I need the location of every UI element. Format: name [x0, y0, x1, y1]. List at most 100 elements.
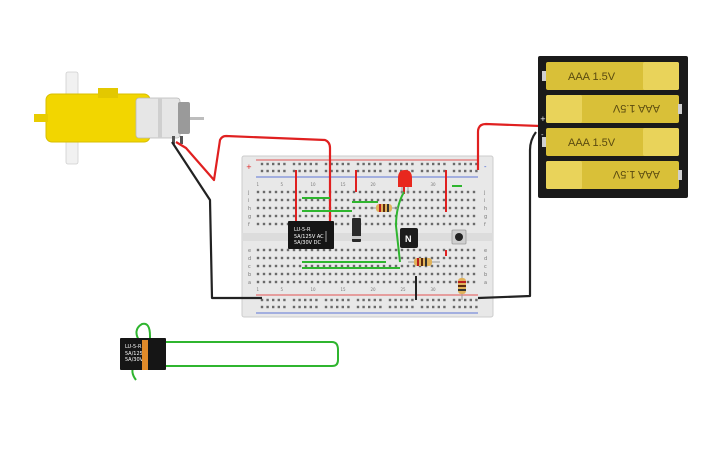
terminal-hole[interactable]	[376, 272, 380, 276]
terminal-hole[interactable]	[448, 222, 452, 226]
terminal-hole[interactable]	[376, 214, 380, 218]
terminal-hole[interactable]	[418, 214, 422, 218]
rail-hole[interactable]	[432, 298, 435, 302]
terminal-hole[interactable]	[340, 248, 344, 252]
terminal-hole[interactable]	[256, 256, 260, 260]
terminal-hole[interactable]	[280, 272, 284, 276]
terminal-hole[interactable]	[406, 280, 410, 284]
rail-hole[interactable]	[437, 162, 440, 166]
terminal-hole[interactable]	[274, 222, 278, 226]
rail-hole[interactable]	[324, 305, 328, 309]
terminal-hole[interactable]	[400, 222, 404, 226]
terminal-hole[interactable]	[472, 248, 476, 252]
rail-hole[interactable]	[324, 169, 328, 173]
terminal-hole[interactable]	[364, 222, 368, 226]
rail-hole[interactable]	[336, 169, 339, 173]
terminal-hole[interactable]	[466, 198, 470, 202]
terminal-hole[interactable]	[460, 198, 464, 202]
wire-red-battery[interactable]	[476, 122, 541, 170]
terminal-hole[interactable]	[262, 198, 266, 202]
rail-hole[interactable]	[452, 298, 456, 302]
terminal-hole[interactable]	[274, 280, 278, 284]
terminal-hole[interactable]	[406, 264, 410, 268]
terminal-hole[interactable]	[280, 248, 284, 252]
push-button[interactable]	[451, 229, 467, 245]
rail-hole[interactable]	[292, 305, 296, 309]
terminal-hole[interactable]	[274, 190, 278, 194]
rail-hole[interactable]	[362, 162, 365, 166]
resistor-3[interactable]	[458, 274, 466, 300]
rail-hole[interactable]	[283, 305, 286, 309]
terminal-hole[interactable]	[448, 264, 452, 268]
terminal-hole[interactable]	[322, 190, 326, 194]
terminal-hole[interactable]	[370, 264, 374, 268]
terminal-hole[interactable]	[280, 264, 284, 268]
rail-hole[interactable]	[452, 169, 456, 173]
terminal-hole[interactable]	[382, 222, 386, 226]
terminal-hole[interactable]	[280, 256, 284, 260]
rail-hole[interactable]	[458, 298, 461, 302]
terminal-hole[interactable]	[454, 256, 458, 260]
terminal-hole[interactable]	[262, 256, 266, 260]
terminal-hole[interactable]	[262, 206, 266, 210]
rail-hole[interactable]	[315, 305, 318, 309]
terminal-hole[interactable]	[346, 256, 350, 260]
terminal-hole[interactable]	[346, 190, 350, 194]
terminal-hole[interactable]	[268, 190, 272, 194]
terminal-hole[interactable]	[442, 222, 446, 226]
terminal-hole[interactable]	[364, 264, 368, 268]
terminal-hole[interactable]	[394, 256, 398, 260]
terminal-hole[interactable]	[334, 256, 338, 260]
terminal-hole[interactable]	[292, 214, 296, 218]
terminal-hole[interactable]	[442, 256, 446, 260]
rail-hole[interactable]	[373, 162, 376, 166]
terminal-hole[interactable]	[274, 206, 278, 210]
transistor-npn[interactable]: N	[400, 228, 418, 248]
terminal-hole[interactable]	[352, 272, 356, 276]
terminal-hole[interactable]	[454, 264, 458, 268]
terminal-hole[interactable]	[304, 248, 308, 252]
terminal-hole[interactable]	[268, 248, 272, 252]
terminal-hole[interactable]	[454, 248, 458, 252]
terminal-hole[interactable]	[256, 264, 260, 268]
terminal-hole[interactable]	[388, 190, 392, 194]
terminal-hole[interactable]	[376, 222, 380, 226]
terminal-hole[interactable]	[430, 280, 434, 284]
terminal-hole[interactable]	[346, 214, 350, 218]
terminal-hole[interactable]	[274, 214, 278, 218]
rail-hole[interactable]	[330, 169, 333, 173]
rail-hole[interactable]	[469, 305, 472, 309]
rail-hole[interactable]	[304, 305, 307, 309]
rail-hole[interactable]	[394, 298, 397, 302]
rail-hole[interactable]	[388, 305, 392, 309]
terminal-hole[interactable]	[358, 214, 362, 218]
terminal-hole[interactable]	[472, 256, 476, 260]
rail-hole[interactable]	[368, 169, 371, 173]
terminal-hole[interactable]	[442, 272, 446, 276]
rail-hole[interactable]	[469, 162, 472, 166]
terminal-hole[interactable]	[442, 248, 446, 252]
terminal-hole[interactable]	[334, 190, 338, 194]
rail-hole[interactable]	[426, 162, 429, 166]
terminal-hole[interactable]	[286, 190, 290, 194]
rail-hole[interactable]	[356, 298, 360, 302]
terminal-hole[interactable]	[304, 214, 308, 218]
terminal-hole[interactable]	[298, 198, 302, 202]
terminal-hole[interactable]	[406, 198, 410, 202]
rail-hole[interactable]	[379, 305, 382, 309]
terminal-hole[interactable]	[310, 214, 314, 218]
terminal-hole[interactable]	[388, 198, 392, 202]
rail-hole[interactable]	[411, 162, 414, 166]
rail-hole[interactable]	[330, 298, 333, 302]
terminal-hole[interactable]	[298, 206, 302, 210]
rail-hole[interactable]	[272, 305, 275, 309]
rail-hole[interactable]	[266, 305, 269, 309]
terminal-hole[interactable]	[436, 280, 440, 284]
terminal-hole[interactable]	[460, 214, 464, 218]
terminal-hole[interactable]	[436, 206, 440, 210]
terminal-hole[interactable]	[424, 206, 428, 210]
rail-hole[interactable]	[324, 162, 328, 166]
rail-hole[interactable]	[315, 169, 318, 173]
terminal-hole[interactable]	[256, 198, 260, 202]
terminal-hole[interactable]	[436, 272, 440, 276]
